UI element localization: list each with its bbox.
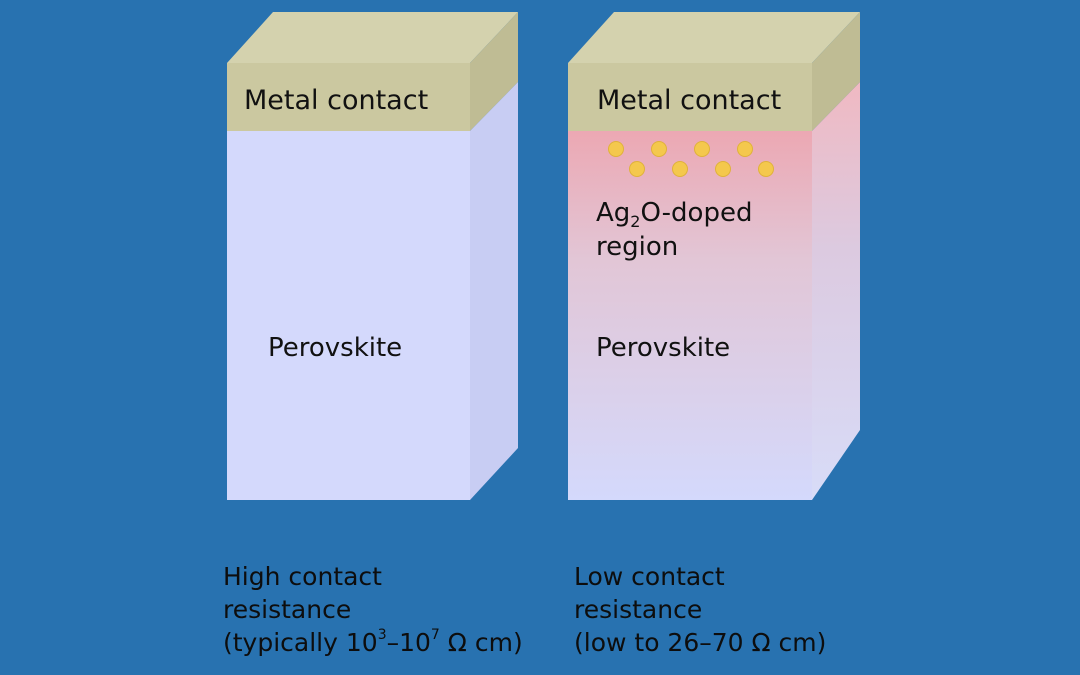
right-contact-top-face bbox=[568, 12, 860, 63]
right-contact-side-face bbox=[812, 12, 860, 131]
region-label-subscript: 2 bbox=[630, 212, 641, 231]
right-caption-line3: (low to 26–70 Ω cm) bbox=[574, 628, 827, 657]
dopant-dot bbox=[737, 141, 753, 157]
right-perovskite-side-face bbox=[812, 82, 860, 500]
left-block bbox=[227, 12, 518, 500]
region-label-suffix: O-doped bbox=[640, 198, 753, 228]
left-caption-line3-suffix: Ω cm) bbox=[439, 628, 523, 657]
left-perovskite-side-face bbox=[470, 82, 518, 500]
left-contact-front-face bbox=[227, 63, 470, 131]
dopant-dot bbox=[608, 141, 624, 157]
dopant-dot bbox=[694, 141, 710, 157]
doped-region-label-line1: Ag2O-doped bbox=[596, 196, 752, 230]
dopant-dot bbox=[672, 161, 688, 177]
dopant-dots bbox=[608, 141, 774, 177]
left-caption-line1: High contact bbox=[223, 562, 382, 591]
right-caption-line1: Low contact bbox=[574, 562, 725, 591]
left-metal-contact-label: Metal contact bbox=[244, 85, 429, 116]
right-contact-front-face bbox=[568, 63, 812, 131]
region-label-prefix: Ag bbox=[596, 198, 631, 228]
left-contact-top-face bbox=[227, 12, 518, 63]
right-caption-line2: resistance bbox=[574, 595, 703, 624]
left-perovskite-front-face bbox=[227, 131, 470, 500]
left-contact-side-face bbox=[470, 12, 518, 131]
right-caption: Low contact resistance (low to 26–70 Ω c… bbox=[574, 560, 826, 659]
left-caption-exponent-1: 3 bbox=[377, 627, 387, 643]
left-caption-line3-mid: –10 bbox=[386, 628, 431, 657]
doped-region-label: Ag2O-doped region bbox=[596, 196, 752, 264]
dopant-dot bbox=[651, 141, 667, 157]
left-caption: High contact resistance (typically 103–1… bbox=[223, 560, 523, 659]
right-perovskite-front-face bbox=[568, 131, 812, 500]
dopant-dot bbox=[758, 161, 774, 177]
left-caption-line3: (typically 103–107 Ω cm) bbox=[223, 626, 523, 659]
right-block bbox=[568, 12, 860, 500]
doped-region-label-line2: region bbox=[596, 232, 679, 262]
left-caption-exponent-2: 7 bbox=[430, 627, 440, 643]
right-perovskite-label: Perovskite bbox=[596, 333, 731, 363]
dopant-dot bbox=[629, 161, 645, 177]
left-caption-line3-prefix: (typically 10 bbox=[223, 628, 378, 657]
left-caption-line2: resistance bbox=[223, 595, 352, 624]
dopant-dot bbox=[715, 161, 731, 177]
right-metal-contact-label: Metal contact bbox=[597, 85, 782, 116]
left-perovskite-label: Perovskite bbox=[268, 333, 403, 363]
